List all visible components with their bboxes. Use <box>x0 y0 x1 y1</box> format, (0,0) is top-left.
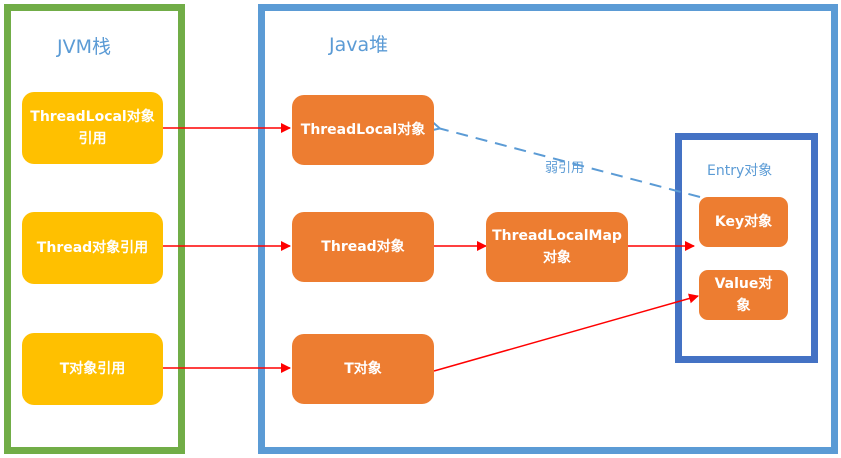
jvm-stack-title: JVM栈 <box>57 36 111 58</box>
t-object-label: T对象 <box>344 361 382 377</box>
threadlocal-object-box: ThreadLocal对象 <box>292 95 434 165</box>
value-object-box: Value对象 <box>699 270 788 320</box>
t-reference-label: T对象引用 <box>59 361 126 377</box>
arrow-t-to-value <box>433 293 699 372</box>
entry-object-panel <box>675 133 818 363</box>
value-object-label: Value对象 <box>714 276 773 314</box>
threadlocalmap-object-box: ThreadLocalMap对象 <box>486 212 628 282</box>
threadlocalmap-object-label: ThreadLocalMap对象 <box>492 228 622 266</box>
jvm-stack-panel <box>4 4 185 454</box>
t-object-box: T对象 <box>292 334 434 404</box>
thread-object-box: Thread对象 <box>292 212 434 282</box>
threadlocal-object-label: ThreadLocal对象 <box>300 122 426 138</box>
java-heap-panel <box>258 4 838 454</box>
t-reference-box: T对象引用 <box>22 333 163 405</box>
thread-reference-label: Thread对象引用 <box>36 240 149 256</box>
arrow-key-weak-ref <box>438 128 701 198</box>
key-object-label: Key对象 <box>714 214 773 230</box>
weak-reference-label: 弱引用 <box>545 161 585 176</box>
thread-reference-box: Thread对象引用 <box>22 212 163 284</box>
threadlocal-reference-box: ThreadLocal对象引用 <box>22 92 163 164</box>
thread-object-label: Thread对象 <box>321 239 405 255</box>
entry-object-title: Entry对象 <box>707 163 773 179</box>
key-object-box: Key对象 <box>699 197 788 247</box>
java-heap-title: Java堆 <box>329 34 389 56</box>
threadlocal-reference-label: ThreadLocal对象引用 <box>30 109 155 147</box>
